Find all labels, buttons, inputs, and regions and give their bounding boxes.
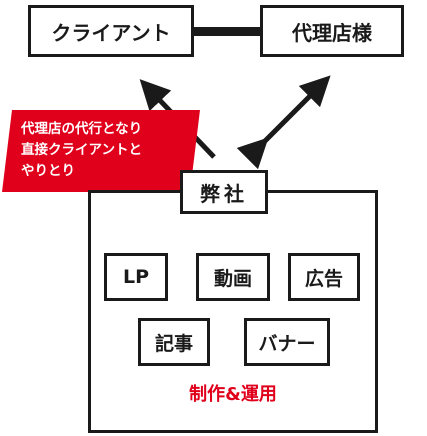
service-lp-label: LP (122, 266, 150, 288)
service-video-label: 動画 (213, 267, 252, 290)
production-caption: 制作&運用 (189, 384, 277, 405)
service-lp: LP (104, 253, 168, 301)
callout-line: 直接クライアントと (21, 142, 142, 158)
service-banner-label: バナー (258, 332, 316, 355)
service-article-label: 記事 (154, 332, 193, 355)
service-ad: 広告 (288, 253, 360, 301)
arrow-company-agency (236, 75, 331, 170)
client-agency-link (194, 27, 260, 36)
company-label: 弊社 (200, 181, 248, 206)
client-label: クライアント (51, 20, 171, 45)
agency-label: 代理店様 (292, 20, 372, 45)
company-label-box: 弊社 (180, 170, 268, 214)
service-banner: バナー (244, 318, 330, 366)
callout-line: やりとり (21, 163, 75, 179)
callout-line: 代理店の代行となり (21, 121, 143, 137)
service-video: 動画 (196, 253, 270, 301)
client-box: クライアント (28, 5, 194, 57)
service-article: 記事 (138, 318, 210, 366)
service-ad-label: 広告 (304, 267, 343, 290)
callout-text: 代理店の代行となり 直接クライアントと やりとり (21, 119, 196, 182)
agency-box: 代理店様 (260, 5, 404, 57)
company-box (88, 190, 378, 433)
